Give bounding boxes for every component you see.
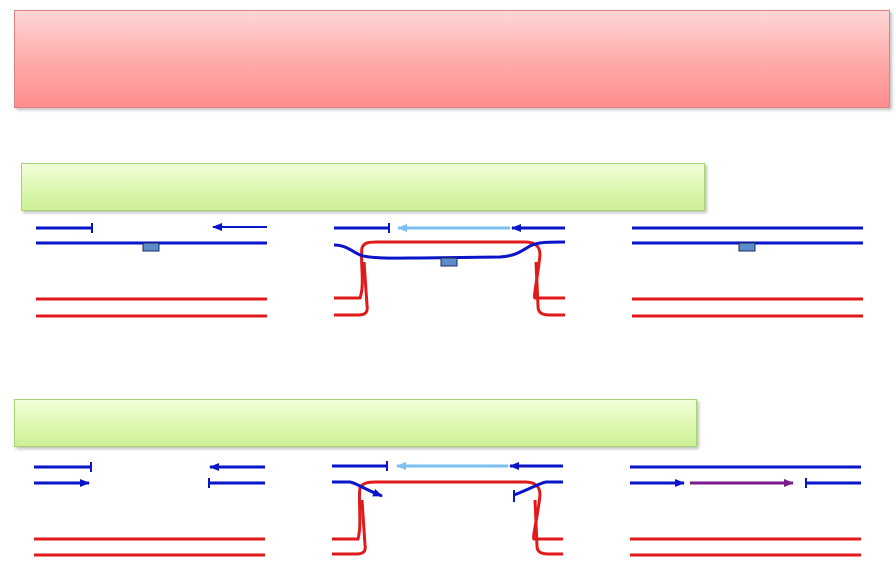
row2-p2-donor-lower	[332, 499, 367, 556]
lesion-block-icon	[142, 242, 160, 252]
title-banner	[14, 10, 890, 108]
row2-p2-donor-lower-right	[533, 499, 563, 556]
row1-p2-donor-lower-right	[534, 261, 565, 317]
row1-panel2	[333, 223, 566, 317]
row2-panel1	[34, 462, 265, 557]
lesion-block-icon	[440, 257, 458, 267]
row1-p2-donor-loop	[334, 240, 565, 300]
row1-p2-donor-lower	[334, 261, 369, 317]
row2-p2-invading-right	[513, 480, 563, 497]
row1-panel1	[36, 223, 267, 318]
row2-panel2	[332, 461, 563, 556]
row1-p2-template	[333, 240, 566, 260]
row2-panel3	[630, 465, 861, 557]
section-banner-1	[21, 163, 705, 211]
section-banner-2	[14, 399, 697, 447]
row2-p2-invading-left	[332, 480, 383, 498]
lesion-block-icon	[738, 242, 756, 252]
row1-panel3	[632, 226, 863, 318]
